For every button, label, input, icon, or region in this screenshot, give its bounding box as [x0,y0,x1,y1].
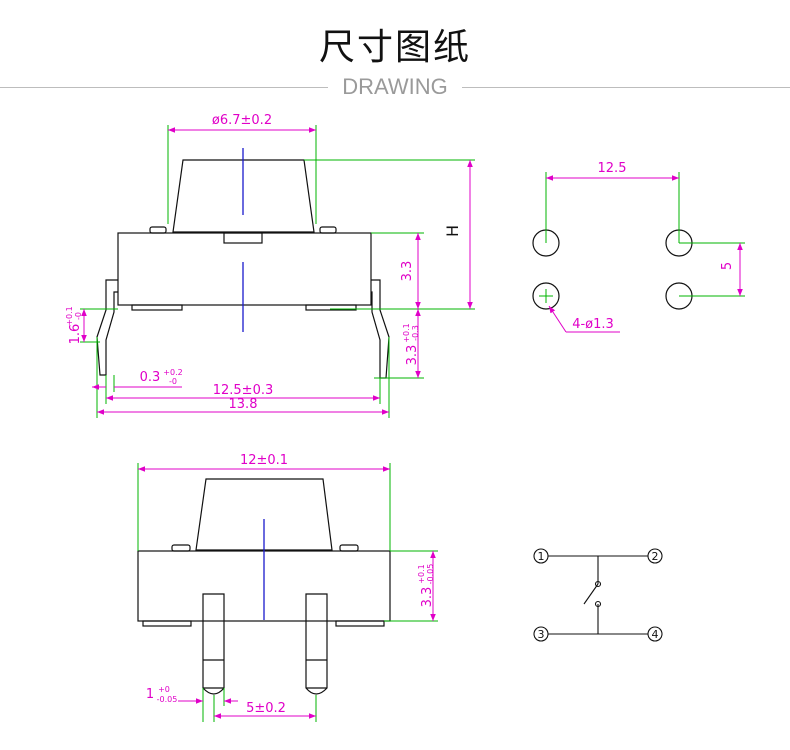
dim-front-body-height-tol-minus: -0.05 [426,564,435,585]
front-pin-right [305,593,328,695]
dim-pin-pitch: 5±0.2 [246,701,286,716]
lead-left [96,279,118,376]
foot-left [131,304,183,311]
foot-right [305,304,357,311]
tab-left [149,226,167,234]
dim-lead-pitch: 12.5±0.3 [213,383,274,398]
front-view-dimensions [138,466,436,719]
pin-2-circle [647,548,663,564]
body-outline [117,232,372,306]
dim-pin-width-tol-plus: +0 [158,685,170,694]
dim-overall-width: 13.8 [229,397,258,412]
plunger-outline [172,159,315,233]
body-notch [223,232,263,244]
dim-lead-length: 3.3 [405,345,420,366]
dim-hole-callout: 4-ø1.3 [572,317,614,332]
dim-height-label: H [443,225,462,237]
dim-foot-tol-minus: -0 [74,312,83,320]
dim-front-body-height-tol-plus: +0.1 [417,564,426,583]
dim-foot-group: 1.6 +0.1 -0 [65,306,83,344]
footprint-extensions [539,172,745,303]
dim-footprint-x: 12.5 [598,161,627,176]
side-view-dimensions [81,127,473,415]
front-view-extensions [137,463,438,722]
footprint-dimensions [546,175,743,333]
dim-lead-thickness: 0.3 [140,370,161,385]
dim-foot: 1.6 [68,324,83,345]
pin-1-circle [533,548,549,564]
dim-foot-tol-plus: +0.1 [65,306,74,325]
dim-front-body-height: 3.3 [420,587,435,608]
dim-pin-width-tol-minus: -0.05 [157,695,178,704]
footprint-view: 12.5 5 4-ø1.3 [532,161,745,333]
dim-lead-length-tol-minus: -0.3 [411,325,420,341]
subtitle-rule-right [462,87,790,88]
front-tab-left [171,544,191,552]
tab-right [319,226,337,234]
dim-lead-thickness-tol-minus: -0 [169,377,177,386]
front-pin-left [202,593,225,695]
dim-plunger-diameter: ø6.7±0.2 [212,113,272,128]
pin-1-label: 1 [538,550,545,563]
dim-front-body-height-group: 3.3 +0.1 -0.05 [417,564,435,608]
lead-right [371,279,390,379]
dim-pin-width: 1 [146,687,154,702]
pin-3-label: 3 [538,628,545,641]
hole-3 [532,282,560,310]
dim-front-width: 12±0.1 [240,453,288,468]
switch-schematic: 1 2 3 4 [533,548,663,642]
pin-4-label: 4 [652,628,659,641]
dim-footprint-y: 5 [720,262,735,270]
front-foot-left [142,620,192,627]
subtitle-bar: DRAWING [0,74,790,100]
dim-lead-length-group: 3.3 +0.1 -0.3 [402,323,420,365]
side-view [96,159,390,379]
front-tab-right [339,544,359,552]
side-view-extensions [80,125,475,418]
dim-lead-thickness-tol-plus: +0.2 [163,368,182,377]
pin-2-label: 2 [652,550,659,563]
dim-lead-length-tol-plus: +0.1 [402,323,411,342]
dim-body-height: 3.3 [400,261,415,282]
pin-4-circle [647,626,663,642]
front-foot-right [335,620,385,627]
subtitle-rule-left [0,87,328,88]
page-subtitle: DRAWING [342,74,448,99]
front-plunger-outline [195,478,333,551]
pin-3-circle [533,626,549,642]
page-title: 尺寸图纸 [318,27,471,68]
